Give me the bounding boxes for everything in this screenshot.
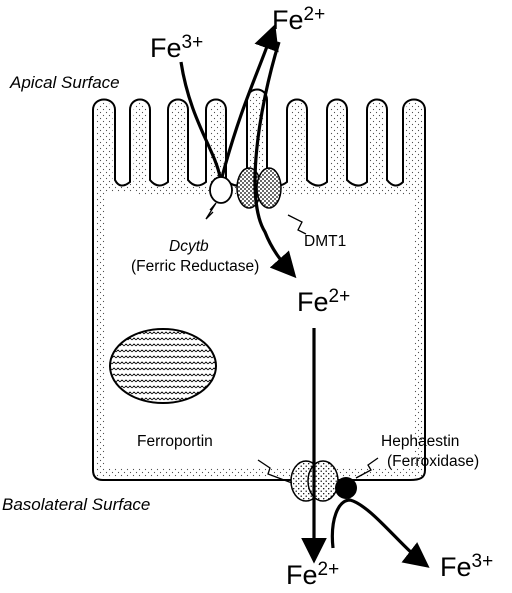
hephaestin-protein (335, 477, 357, 499)
dcytb-protein (210, 177, 232, 203)
apical-surface-label: Apical Surface (9, 73, 120, 92)
hephaestin-label: Hephaestin (381, 433, 459, 450)
ion-fe3-lumen: Fe3+ (150, 32, 203, 63)
ferric-reductase-label: (Ferric Reductase) (131, 258, 259, 275)
ion-fe3-blood: Fe3+ (440, 551, 493, 582)
dcytb-label: Dcytb (169, 238, 209, 255)
dmt1-label: DMT1 (304, 233, 346, 250)
ion-fe2-blood: Fe2+ (286, 559, 339, 590)
ion-fe2-lumen: Fe2+ (272, 4, 325, 35)
ferroxidase-label: (Ferroxidase) (387, 453, 479, 470)
nucleus (110, 329, 216, 403)
ferroportin-label: Ferroportin (137, 433, 213, 450)
basolateral-surface-label: Basolateral Surface (2, 495, 150, 514)
arrow-hephaestin-to-fe3 (332, 500, 422, 562)
enterocyte-cell (93, 90, 425, 481)
